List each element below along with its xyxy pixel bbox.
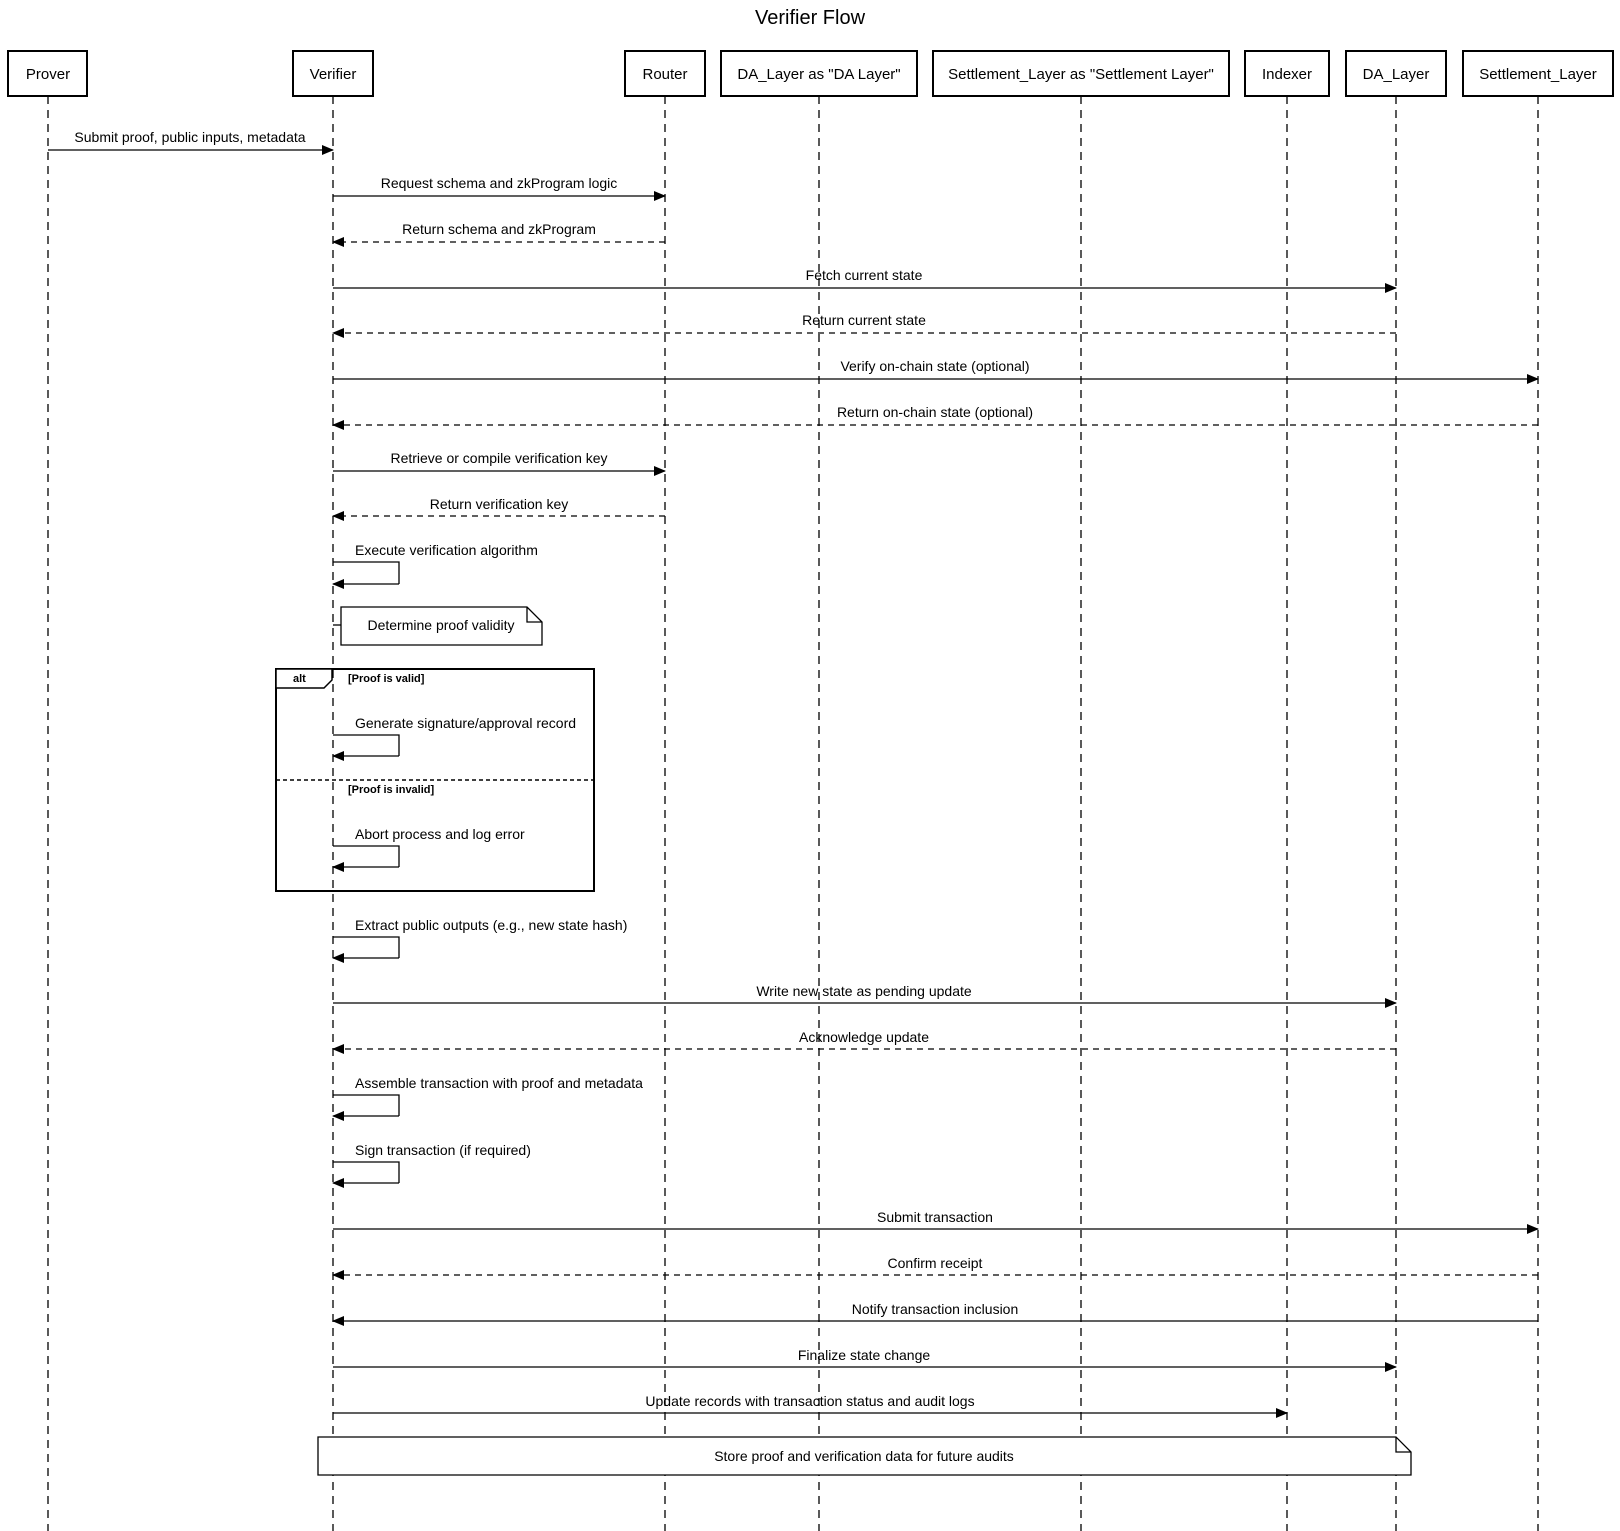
- note: Store proof and verification data for fu…: [317, 1436, 1412, 1476]
- message-label: Notify transaction inclusion: [852, 1301, 1019, 1317]
- message-label: Acknowledge update: [799, 1029, 929, 1045]
- note-label: Store proof and verification data for fu…: [714, 1448, 1014, 1464]
- message-label: Execute verification algorithm: [355, 542, 538, 558]
- participant-verifier[interactable]: Verifier: [292, 50, 374, 97]
- message-label: Retrieve or compile verification key: [390, 450, 607, 466]
- message[interactable]: Return current state: [332, 312, 1396, 338]
- message-label: Abort process and log error: [355, 826, 525, 842]
- message-label: Sign transaction (if required): [355, 1142, 531, 1158]
- message[interactable]: Verify on-chain state (optional): [333, 358, 1539, 384]
- lifelines: [47, 96, 1539, 1531]
- participant-settlement-alias[interactable]: Settlement_Layer as "Settlement Layer": [932, 50, 1230, 97]
- participant-label: Settlement_Layer as "Settlement Layer": [948, 66, 1214, 83]
- participant-label: Prover: [26, 66, 70, 83]
- participant-label: Router: [642, 66, 687, 83]
- message[interactable]: Submit transaction: [333, 1209, 1539, 1234]
- message[interactable]: Return schema and zkProgram: [332, 221, 665, 247]
- participant-label: DA_Layer: [1363, 66, 1430, 83]
- message[interactable]: Acknowledge update: [332, 1029, 1396, 1054]
- message[interactable]: Return verification key: [332, 496, 665, 521]
- self-message[interactable]: Abort process and log error: [332, 826, 525, 872]
- participant-da-alias[interactable]: DA_Layer as "DA Layer": [720, 50, 918, 97]
- message[interactable]: Finalize state change: [333, 1347, 1397, 1372]
- message-label: Confirm receipt: [888, 1255, 983, 1271]
- message[interactable]: Write new state as pending update: [333, 983, 1397, 1008]
- message[interactable]: Request schema and zkProgram logic: [333, 175, 666, 201]
- message[interactable]: Fetch current state: [333, 267, 1397, 293]
- message[interactable]: Update records with transaction status a…: [333, 1393, 1288, 1418]
- alt-keyword: alt: [293, 673, 306, 685]
- participant-router[interactable]: Router: [624, 50, 706, 97]
- participant-label: DA_Layer as "DA Layer": [737, 66, 900, 83]
- participant-prover[interactable]: Prover: [7, 50, 88, 97]
- participant-da-layer[interactable]: DA_Layer: [1345, 50, 1447, 97]
- message[interactable]: Notify transaction inclusion: [332, 1301, 1538, 1326]
- message[interactable]: Submit proof, public inputs, metadata: [48, 129, 334, 155]
- note-label: Determine proof validity: [367, 617, 514, 633]
- message[interactable]: Confirm receipt: [332, 1255, 1538, 1280]
- message-label: Submit transaction: [877, 1209, 993, 1225]
- message-label: Fetch current state: [806, 267, 923, 283]
- message-label: Finalize state change: [798, 1347, 931, 1363]
- message-label: Generate signature/approval record: [355, 715, 576, 731]
- message-label: Extract public outputs (e.g., new state …: [355, 917, 627, 933]
- message-label: Write new state as pending update: [756, 983, 972, 999]
- message-label: Assemble transaction with proof and meta…: [355, 1075, 643, 1091]
- self-message[interactable]: Assemble transaction with proof and meta…: [332, 1075, 643, 1121]
- message-label: Verify on-chain state (optional): [840, 358, 1029, 374]
- self-message[interactable]: Extract public outputs (e.g., new state …: [332, 917, 627, 963]
- self-message[interactable]: Generate signature/approval record: [332, 715, 576, 761]
- message-label: Submit proof, public inputs, metadata: [74, 129, 305, 145]
- message-label: Update records with transaction status a…: [645, 1393, 974, 1409]
- participant-settlement-layer[interactable]: Settlement_Layer: [1462, 50, 1614, 97]
- alt-fragment: alt [Proof is valid] [Proof is invalid]: [275, 668, 595, 892]
- self-message[interactable]: Sign transaction (if required): [332, 1142, 531, 1188]
- message[interactable]: Return on-chain state (optional): [332, 404, 1538, 430]
- message-label: Request schema and zkProgram logic: [381, 175, 618, 191]
- message-label: Return current state: [802, 312, 926, 328]
- message-label: Return verification key: [430, 496, 569, 512]
- alt-condition-invalid: [Proof is invalid]: [348, 784, 435, 796]
- participant-indexer[interactable]: Indexer: [1244, 50, 1330, 97]
- message-label: Return schema and zkProgram: [402, 221, 596, 237]
- diagram-title: Verifier Flow: [755, 7, 866, 29]
- message-label: Return on-chain state (optional): [837, 404, 1033, 420]
- message[interactable]: Retrieve or compile verification key: [333, 450, 666, 476]
- note: Determine proof validity: [333, 606, 543, 646]
- participant-label: Settlement_Layer: [1479, 66, 1597, 83]
- self-message[interactable]: Execute verification algorithm: [332, 542, 538, 589]
- participant-label: Verifier: [310, 66, 357, 83]
- participant-label: Indexer: [1262, 66, 1312, 83]
- alt-condition-valid: [Proof is valid]: [348, 673, 425, 685]
